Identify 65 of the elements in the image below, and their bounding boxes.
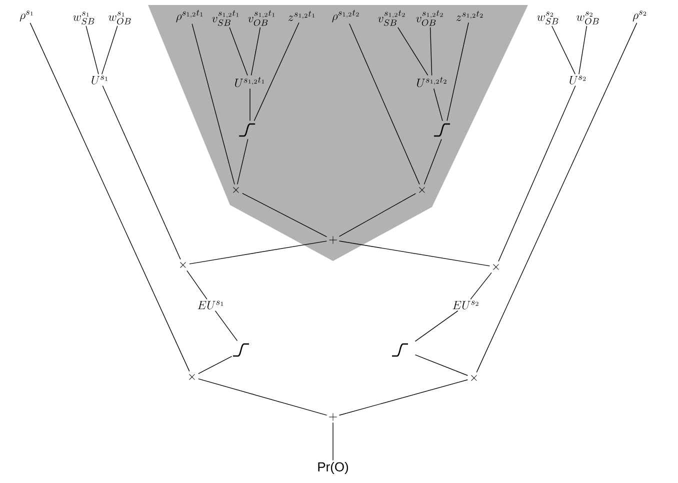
variable-label: $U^{s_2}$ <box>570 76 586 84</box>
connector-line <box>414 354 468 376</box>
connector-line <box>332 422 334 461</box>
connector-line <box>214 310 238 342</box>
connector-line <box>338 379 468 416</box>
connector-line <box>476 22 638 373</box>
variable-label: $\rho^{s_{1,2}t_2}$ <box>332 10 359 22</box>
connector-line <box>338 193 416 237</box>
connector-line <box>102 26 118 75</box>
connector-line <box>229 27 248 76</box>
variable-label: $z^{s_{1,2}t_1}$ <box>288 10 315 22</box>
connector-line <box>198 356 232 374</box>
sigmoid-symbol <box>392 343 408 357</box>
connector-line <box>242 192 328 238</box>
connector-line <box>254 22 300 122</box>
variable-label: $U^{s_{1,2}t_1}$ <box>235 76 264 88</box>
connector-line <box>198 378 328 416</box>
variable-label: $z^{s_{1,2}t_2}$ <box>456 10 483 22</box>
connector-line <box>250 27 261 76</box>
sigmoid-symbol <box>434 123 450 137</box>
connector-line <box>30 22 190 372</box>
sigmoid-symbol <box>239 123 255 137</box>
connector-line <box>338 240 490 266</box>
output-label: Pr(O) <box>318 462 348 474</box>
connector-line <box>86 26 99 75</box>
variable-label: $EU^{s_1}$ <box>198 300 224 310</box>
connector-line <box>349 23 420 185</box>
connector-line <box>498 85 576 262</box>
operator-symbol: $+$ <box>329 413 337 421</box>
operator-symbol: $\times$ <box>471 375 477 381</box>
variable-label: $w^{s_2}_{OB}$ <box>576 12 599 24</box>
connector-line <box>470 272 492 300</box>
variable-label: $w^{s_2}_{SB}$ <box>537 12 558 24</box>
connector-line <box>446 22 469 122</box>
variable-label: $v^{s_{1,2}t_2}_{OB}$ <box>416 10 443 26</box>
operator-symbol: $\times$ <box>493 264 499 270</box>
operator-symbol: $\times$ <box>233 187 239 193</box>
connector-line <box>414 310 458 342</box>
connector-line <box>398 27 428 76</box>
variable-label: $v^{s_{1,2}t_1}_{SB}$ <box>212 10 239 26</box>
operator-symbol: $\times$ <box>419 187 425 193</box>
connector-line <box>236 138 248 185</box>
variable-label: $v^{s_{1,2}t_2}_{SB}$ <box>378 10 405 26</box>
variable-label: $\rho^{s_{1,2}t_1}$ <box>176 10 203 22</box>
sigmoid-symbol <box>233 343 249 357</box>
variable-label: $v^{s_{1,2}t_1}_{OB}$ <box>248 10 275 26</box>
variable-label: $U^{s_1}$ <box>92 76 108 84</box>
connector-line <box>102 85 181 260</box>
variable-label: $w^{s_1}_{SB}$ <box>73 12 94 24</box>
connector-line <box>424 138 442 185</box>
connector-line <box>433 88 443 122</box>
connector-line <box>578 26 588 75</box>
connector-line <box>552 26 576 75</box>
variable-label: $\rho^{s_2}$ <box>632 10 646 22</box>
connector-line <box>430 27 432 76</box>
operator-symbol: $+$ <box>329 236 337 244</box>
operator-symbol: $\times$ <box>180 262 186 268</box>
variable-label: $w^{s_1}_{OB}$ <box>108 12 131 24</box>
connector-line <box>186 270 208 300</box>
connector-line <box>189 240 328 264</box>
variable-label: $U^{s_{1,2}t_2}$ <box>417 76 446 88</box>
variable-label: $\rho^{s_1}$ <box>20 10 33 22</box>
connector-line <box>192 23 235 185</box>
operator-symbol: $\times$ <box>189 374 195 380</box>
variable-label: $EU^{s_2}$ <box>452 300 478 310</box>
